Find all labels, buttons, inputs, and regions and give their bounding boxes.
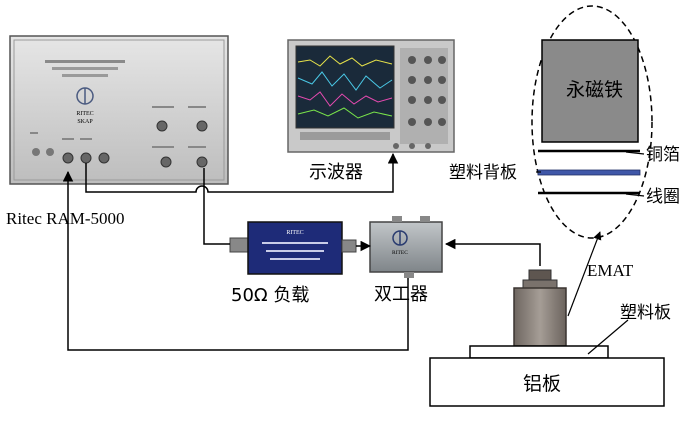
diplexer-label: 双工器 [374,284,428,305]
copper-foil-label: 铜箔 [646,145,680,165]
plastic-plate [469,345,609,359]
wire-ritec-to-load [203,168,230,245]
wire-ritec-to-oscilloscope [85,152,399,193]
load-label: 50Ω 负载 [231,285,309,306]
oscilloscope-device [287,39,455,153]
ritec-system-label: Ritec RAM-5000 [6,209,125,228]
oscilloscope-screen [295,45,395,129]
ritec-brand-text: RITEC [76,111,93,117]
magnet-label: 永磁铁 [566,79,623,101]
wiring [62,152,541,351]
ritec-logo: RITEC SKAP [76,87,94,125]
aluminum-plate [429,357,665,407]
diplexer-device: RITEC [369,216,443,278]
ritec-model-text: SKAP [77,119,93,125]
wire-diplexer-to-emat [444,238,541,266]
magnet-block [541,39,639,143]
plastic-backing-layer [537,169,641,176]
emat-detail-ellipse [531,5,653,239]
oscilloscope-label: 示波器 [309,162,363,183]
emat-transducer [513,269,567,347]
aluminum-plate-label: 铝板 [523,373,561,395]
ritec-ram5000-device: RITEC SKAP [9,35,229,185]
wire-diplexer-to-ritec [62,170,409,351]
ritec-connectors [30,106,208,168]
plastic-backing-label: 塑料背板 [449,163,517,183]
load-device: RITEC [229,221,357,275]
diplexer-brand-text: RITEC [392,250,408,256]
leader-lines [536,151,645,355]
plastic-plate-label: 塑料板 [620,303,671,323]
coil-label: 线圈 [646,187,680,207]
load-brand-text: RITEC [286,230,303,236]
emat-label: EMAT [587,261,634,280]
